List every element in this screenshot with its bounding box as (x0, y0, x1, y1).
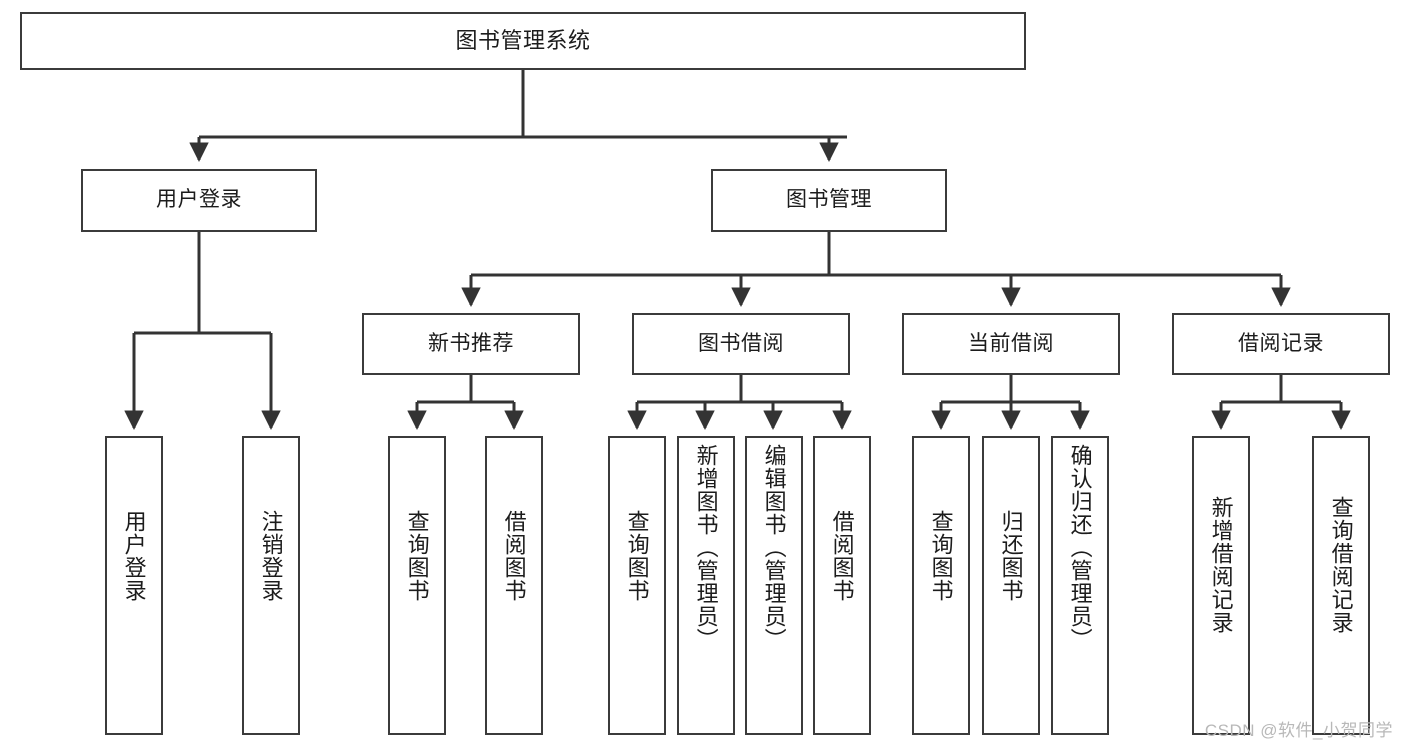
leaf-recommend-borrow-book-label: 借阅图书 (501, 510, 527, 602)
leaf-borrow-edit-book[interactable]: 编辑图书（管理员） (745, 436, 803, 735)
node-new-book-recommend[interactable]: 新书推荐 (362, 313, 580, 375)
node-root-label: 图书管理系统 (455, 28, 591, 54)
leaf-logout-login-label: 注销登录 (258, 510, 284, 602)
leaf-recommend-query-book-label: 查询图书 (404, 510, 430, 602)
node-user-login[interactable]: 用户登录 (81, 169, 317, 232)
leaf-record-query-label: 查询借阅记录 (1328, 496, 1354, 634)
leaf-record-query[interactable]: 查询借阅记录 (1312, 436, 1370, 735)
node-root[interactable]: 图书管理系统 (20, 12, 1026, 70)
node-current-borrow-label: 当前借阅 (968, 331, 1054, 355)
leaf-current-return-book-label: 归还图书 (998, 510, 1024, 602)
leaf-current-query-book-label: 查询图书 (928, 510, 954, 602)
node-user-login-label: 用户登录 (156, 188, 242, 212)
leaf-current-return-book[interactable]: 归还图书 (982, 436, 1040, 735)
leaf-user-login-label: 用户登录 (121, 510, 147, 602)
leaf-record-add[interactable]: 新增借阅记录 (1192, 436, 1250, 735)
leaf-recommend-borrow-book[interactable]: 借阅图书 (485, 436, 543, 735)
leaf-logout-login[interactable]: 注销登录 (242, 436, 300, 735)
node-book-borrow[interactable]: 图书借阅 (632, 313, 850, 375)
node-current-borrow[interactable]: 当前借阅 (902, 313, 1120, 375)
node-borrow-record-label: 借阅记录 (1238, 331, 1324, 355)
leaf-borrow-query-book-label: 查询图书 (624, 510, 650, 602)
leaf-borrow-borrow-book-label: 借阅图书 (829, 510, 855, 602)
node-new-book-recommend-label: 新书推荐 (428, 331, 514, 355)
leaf-current-confirm-return-label: 确认归还（管理员） (1067, 444, 1093, 651)
leaf-borrow-edit-book-label: 编辑图书（管理员） (761, 444, 787, 651)
leaf-user-login[interactable]: 用户登录 (105, 436, 163, 735)
node-borrow-record[interactable]: 借阅记录 (1172, 313, 1390, 375)
leaf-record-add-label: 新增借阅记录 (1208, 496, 1234, 634)
leaf-borrow-borrow-book[interactable]: 借阅图书 (813, 436, 871, 735)
leaf-recommend-query-book[interactable]: 查询图书 (388, 436, 446, 735)
node-book-borrow-label: 图书借阅 (698, 331, 784, 355)
connector-lines (124, 70, 1351, 430)
leaf-borrow-query-book[interactable]: 查询图书 (608, 436, 666, 735)
leaf-current-query-book[interactable]: 查询图书 (912, 436, 970, 735)
watermark: CSDN @软件_小贺同学 (1204, 721, 1393, 740)
node-book-management[interactable]: 图书管理 (711, 169, 947, 232)
leaf-current-confirm-return[interactable]: 确认归还（管理员） (1051, 436, 1109, 735)
leaf-borrow-add-book-label: 新增图书（管理员） (693, 444, 719, 651)
node-book-management-label: 图书管理 (786, 188, 872, 212)
leaf-borrow-add-book[interactable]: 新增图书（管理员） (677, 436, 735, 735)
